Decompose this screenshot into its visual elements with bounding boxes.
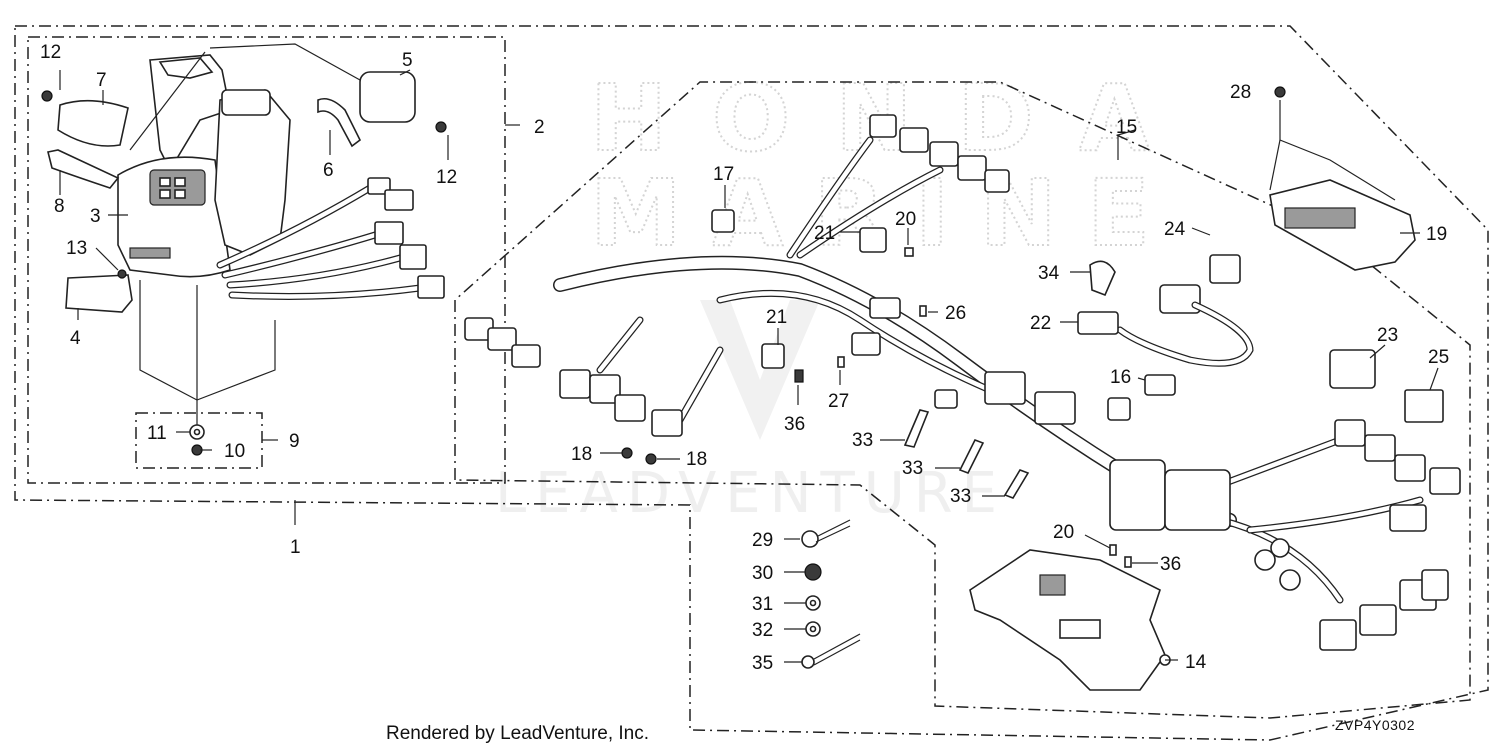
diagram-code: ZVP4Y0302: [1335, 717, 1415, 733]
callout-11: 11: [147, 423, 167, 444]
callout-18-left: 18: [571, 444, 592, 465]
svg-text:LEADVENTURE: LEADVENTURE: [495, 461, 1005, 526]
assembly-1-outline: [14, 25, 1489, 741]
callout-21-top: 21: [814, 223, 835, 244]
callout-36-right: 36: [1160, 554, 1181, 575]
control-unit-19: [1269, 86, 1416, 271]
callout-12-left: 12: [40, 42, 61, 63]
remote-control-box: [41, 54, 447, 456]
callout-3: 3: [90, 206, 101, 227]
callout-10: 10: [224, 441, 245, 462]
callout-26: 26: [945, 303, 966, 324]
rendered-by-caption: Rendered by LeadVenture, Inc.: [386, 723, 649, 744]
callout-12-right: 12: [436, 167, 457, 188]
callout-16: 16: [1110, 367, 1131, 388]
callout-33-a: 33: [852, 430, 873, 451]
callout-15: 15: [1116, 117, 1137, 138]
callout-20-top: 20: [895, 209, 916, 230]
callout-25: 25: [1428, 347, 1449, 368]
callout-31: 31: [752, 594, 773, 615]
callout-30: 30: [752, 563, 773, 584]
remote-leader-lines: [129, 43, 520, 525]
callout-20-bottom: 20: [1053, 522, 1074, 543]
callout-1: 1: [290, 537, 301, 558]
callout-4: 4: [70, 328, 81, 349]
callout-27: 27: [828, 391, 849, 412]
small-parts: [621, 209, 1444, 568]
callout-24: 24: [1164, 219, 1186, 240]
callout-9: 9: [289, 431, 300, 452]
callout-labels: 1 2 3 4 5 6 7 8 9 10 11 12 12 13 14 15 1…: [40, 42, 1449, 674]
callout-17: 17: [713, 164, 734, 185]
callout-14: 14: [1185, 652, 1207, 673]
callout-leaders: [59, 69, 1439, 663]
callout-22: 22: [1030, 313, 1051, 334]
callout-28: 28: [1230, 82, 1251, 103]
callout-2: 2: [534, 117, 545, 138]
callout-13: 13: [66, 238, 87, 259]
remote-box-wires: [216, 177, 445, 300]
assembly-2-outline: [27, 36, 506, 484]
callout-36-left: 36: [784, 414, 805, 435]
callout-6: 6: [323, 160, 334, 181]
callout-5: 5: [402, 50, 413, 71]
callout-19: 19: [1426, 224, 1447, 245]
callout-23: 23: [1377, 325, 1398, 346]
callout-34: 34: [1038, 263, 1060, 284]
callout-35: 35: [752, 653, 773, 674]
callout-21-bottom: 21: [766, 307, 787, 328]
bracket-14: [969, 549, 1171, 691]
main-harness: [464, 114, 1461, 651]
callout-33-c: 33: [950, 486, 971, 507]
callout-7: 7: [96, 70, 107, 91]
callout-29: 29: [752, 530, 773, 551]
leadventure-watermark: LEADVENTURE: [495, 300, 1005, 526]
callout-33-b: 33: [902, 458, 923, 479]
hardware-29-35: [801, 519, 861, 669]
callout-18-right: 18: [686, 449, 707, 470]
callout-8: 8: [54, 196, 65, 217]
harness-15-outline: [454, 81, 1471, 719]
callout-32: 32: [752, 620, 773, 641]
